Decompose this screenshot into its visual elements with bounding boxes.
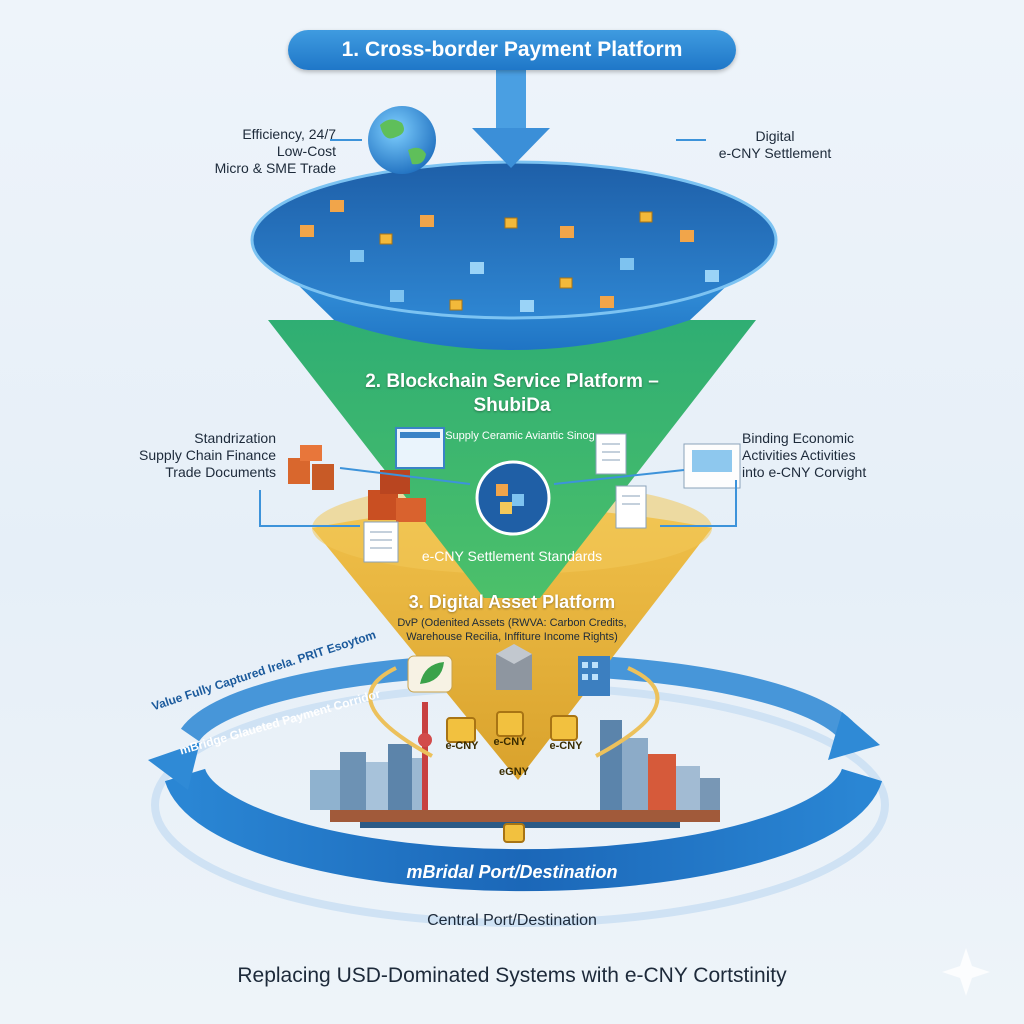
lock-label-2: e-CNY bbox=[493, 736, 527, 748]
funnel-stage-green bbox=[268, 320, 756, 598]
sparkle-icon bbox=[942, 948, 990, 996]
stage2-banner: Supply Ceramic Aviantic Sinog bbox=[445, 430, 595, 442]
scroll-document-icon bbox=[683, 443, 741, 489]
mid-right-label: Binding Economic Activities Activities i… bbox=[742, 430, 867, 480]
document-icon-right bbox=[595, 433, 647, 529]
stage3-desc: DvP (Odenited Assets (RWVA: Carbon Credi… bbox=[397, 617, 627, 643]
building-icon bbox=[578, 656, 610, 696]
document-icon-left bbox=[363, 521, 399, 563]
lock-label-3: eGNY bbox=[499, 766, 529, 778]
stage2-title: 2. Blockchain Service Platform – ShubiDa bbox=[365, 371, 659, 416]
down-arrow-icon bbox=[472, 70, 550, 168]
central-label: Central Port/Destination bbox=[427, 912, 597, 929]
lock-label-4: e-CNY bbox=[549, 740, 583, 752]
ring-bottom-label: mBridal Port/Destination bbox=[406, 862, 618, 882]
crate-cluster-left-icon bbox=[288, 445, 334, 490]
box-icon bbox=[496, 644, 532, 690]
flow-arrows bbox=[259, 139, 737, 527]
certificate-icon bbox=[395, 427, 445, 469]
gold-arc-arrows bbox=[368, 666, 660, 758]
crate-icons-scatter bbox=[300, 200, 719, 312]
mid-left-label: Standrization Supply Chain Finance Trade… bbox=[139, 430, 276, 480]
padlock-icon-bottom bbox=[503, 823, 525, 843]
stage2-settlement: e-CNY Settlement Standards bbox=[421, 548, 603, 564]
footer-caption: Replacing USD-Dominated Systems with e-C… bbox=[237, 964, 787, 987]
leaf-icon bbox=[407, 655, 453, 693]
stage3-title: 3. Digital Asset Platform bbox=[408, 592, 616, 612]
globe-icon bbox=[368, 106, 436, 174]
blockchain-hub-icon bbox=[475, 460, 551, 536]
padlock-icon-top bbox=[446, 711, 578, 743]
top-left-label: Efficiency, 24/7 Low-Cost Micro & SME Tr… bbox=[214, 126, 336, 176]
lock-label-1: e-CNY bbox=[445, 740, 479, 752]
page-title: 1. Cross-border Payment Platform bbox=[288, 30, 736, 70]
lock-icons-scatter bbox=[379, 211, 653, 311]
top-right-label: Digital e-CNY Settlement bbox=[718, 128, 832, 161]
crate-stack-gold-icon bbox=[368, 470, 426, 522]
